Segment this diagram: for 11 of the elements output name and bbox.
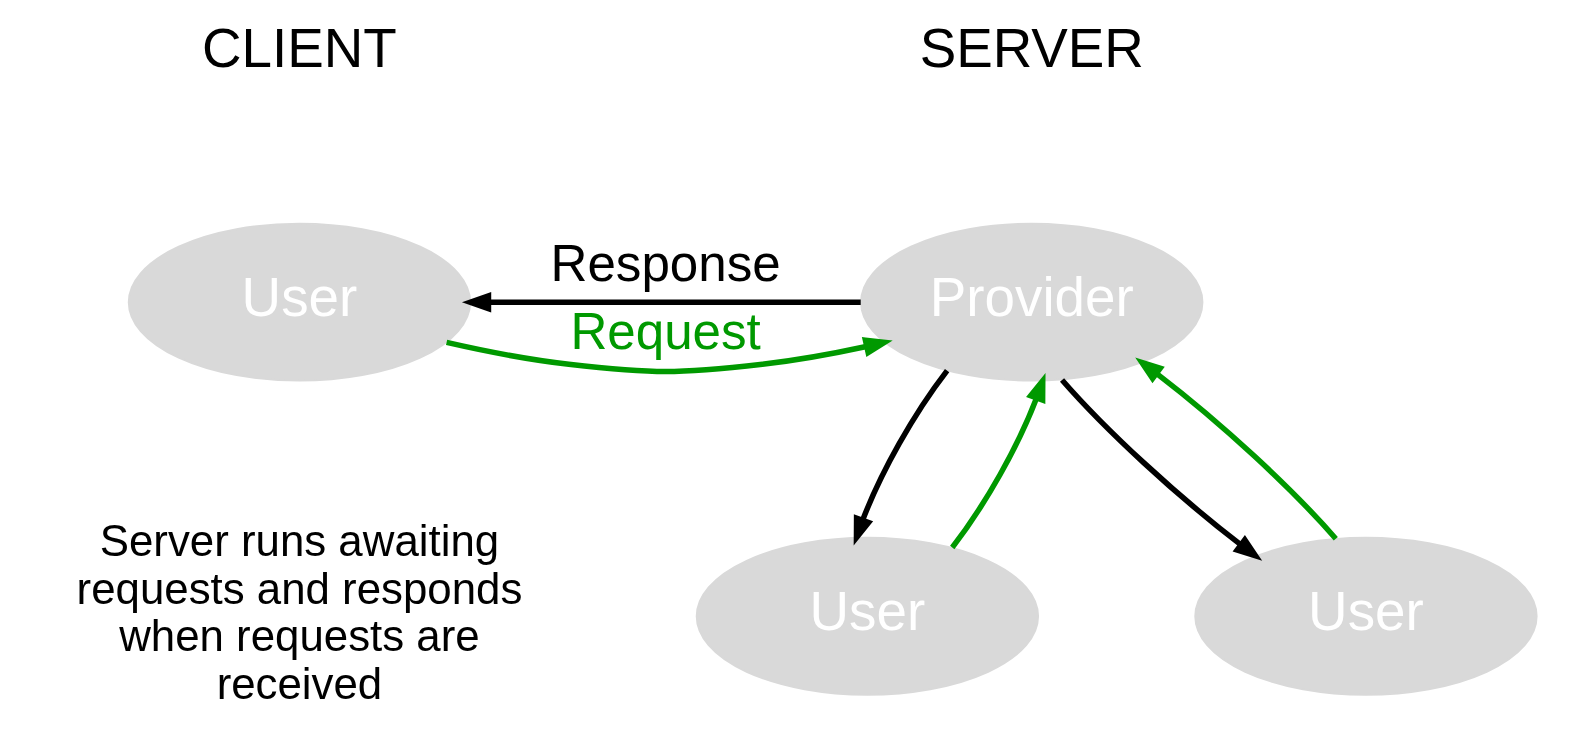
label: Server runs awaiting requests and responds when requests are received xyxy=(76,516,522,708)
arrow xyxy=(853,368,949,546)
arrow xyxy=(1134,357,1338,541)
arrow xyxy=(461,291,861,313)
label: SERVER xyxy=(919,16,1144,79)
edge-label: Request xyxy=(569,302,761,360)
arrow xyxy=(1059,378,1262,561)
arrow xyxy=(949,372,1046,550)
edge-label: Response xyxy=(549,234,781,292)
label: CLIENT xyxy=(201,16,397,79)
arrow xyxy=(445,336,893,375)
